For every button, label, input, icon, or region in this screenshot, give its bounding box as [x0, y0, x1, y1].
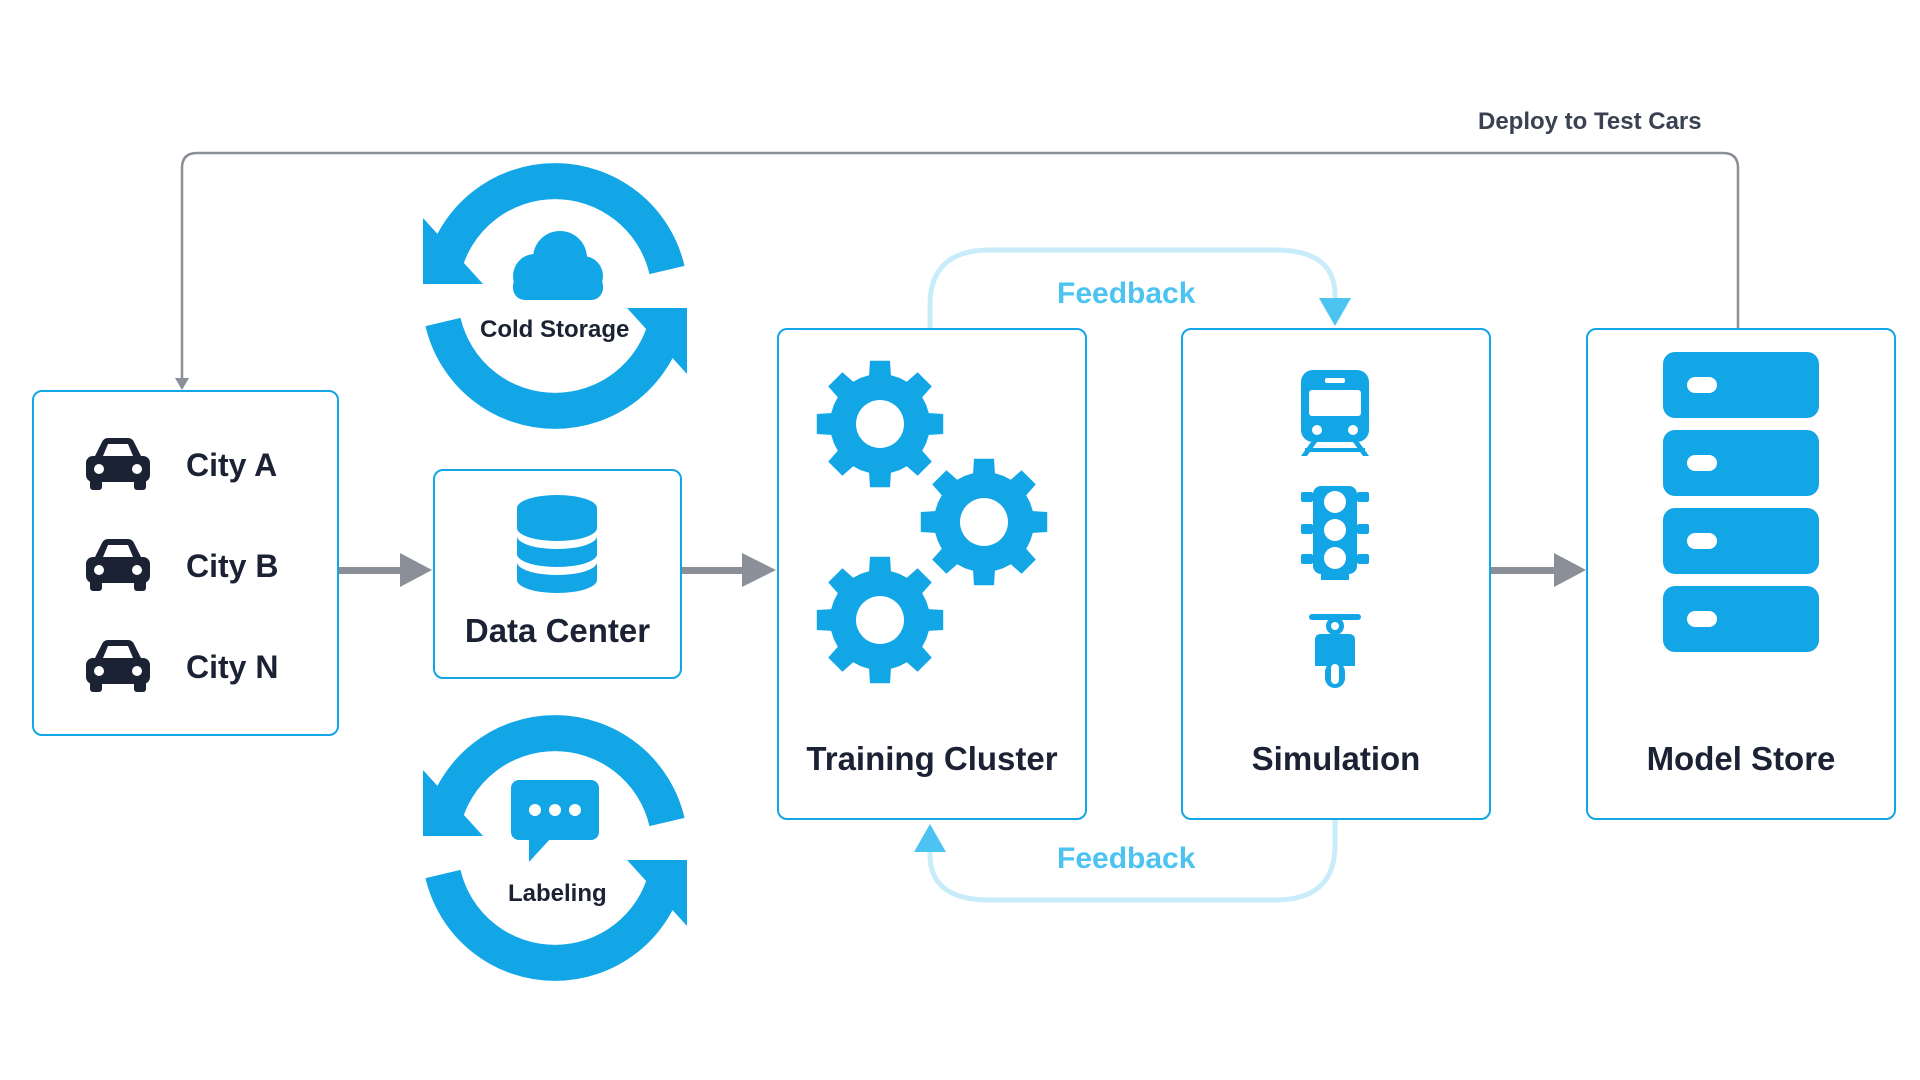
- simulation-label: Simulation: [1251, 740, 1421, 777]
- city-label: City N: [186, 649, 279, 685]
- flow-arrow-simulation-modelstore: [1490, 553, 1586, 587]
- deploy-arrowhead: [175, 378, 189, 390]
- feedback-top-arrowhead: [1319, 298, 1351, 326]
- training-cluster-label: Training Cluster: [806, 740, 1058, 777]
- chat-bubble-icon: [511, 780, 599, 862]
- labeling-cycle: [423, 715, 687, 981]
- feedback-bottom-loop: [927, 818, 1338, 903]
- cities-box: [32, 390, 339, 736]
- flow-arrow-datacenter-training: [682, 553, 776, 587]
- city-label: City B: [186, 548, 279, 584]
- deploy-connector: [180, 151, 1740, 380]
- cycle-arc-bottom: [425, 317, 685, 429]
- model-store-label: Model Store: [1646, 740, 1836, 777]
- data-center-label: Data Center: [464, 612, 651, 649]
- labeling-label: Labeling: [508, 880, 607, 907]
- flow-arrow-cities-datacenter: [338, 553, 432, 587]
- feedback-top-loop: [927, 247, 1338, 328]
- cold-storage-label: Cold Storage: [480, 316, 630, 343]
- city-label: City A: [186, 447, 278, 483]
- cloud-icon: [513, 231, 603, 300]
- feedback-bottom-label: Feedback: [1057, 842, 1196, 875]
- feedback-top-label: Feedback: [1057, 277, 1196, 310]
- feedback-bottom-arrowhead: [914, 824, 946, 852]
- cold-storage-cycle: [423, 163, 687, 429]
- deploy-label: Deploy to Test Cars: [1478, 108, 1702, 135]
- cycle-arc-top: [425, 163, 685, 275]
